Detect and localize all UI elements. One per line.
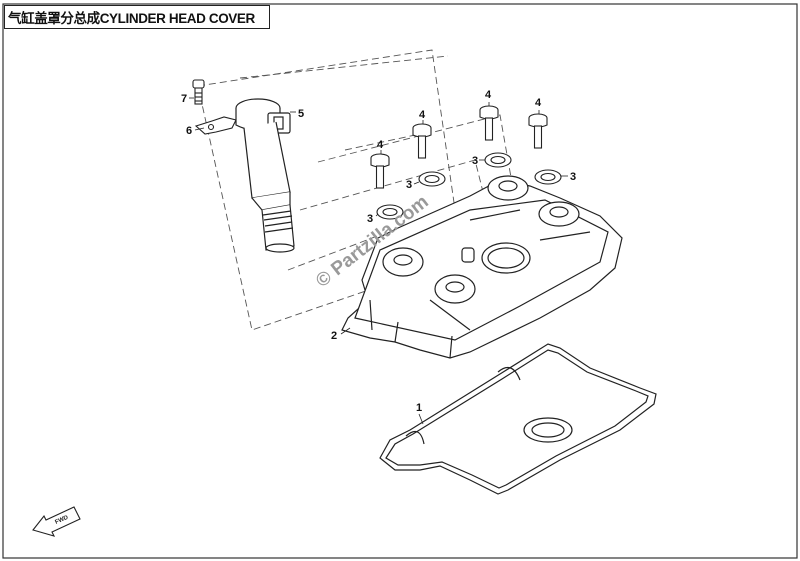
gasket-icon bbox=[379, 343, 657, 495]
callout-7: 7 bbox=[181, 93, 187, 105]
ignition-coil-icon bbox=[235, 98, 295, 253]
leader-lines bbox=[189, 97, 568, 425]
fwd-arrow-icon: FWD bbox=[32, 506, 81, 537]
callout-3: 3 bbox=[570, 171, 576, 183]
callout-3: 3 bbox=[472, 155, 478, 167]
callout-labels: 1 2 3 3 3 3 4 4 4 4 5 6 7 bbox=[181, 89, 576, 414]
page-title: 气缸盖罩分总成CYLINDER HEAD COVER bbox=[4, 5, 270, 29]
callout-4: 4 bbox=[485, 89, 492, 101]
callout-3: 3 bbox=[367, 213, 373, 225]
callout-6: 6 bbox=[186, 125, 192, 137]
callout-4: 4 bbox=[419, 109, 426, 121]
callout-4: 4 bbox=[377, 139, 384, 151]
callout-3: 3 bbox=[406, 179, 412, 191]
callout-4: 4 bbox=[535, 97, 542, 109]
diagram-border bbox=[2, 3, 798, 559]
callout-1: 1 bbox=[416, 402, 422, 414]
callout-2: 2 bbox=[331, 330, 337, 342]
fwd-label: FWD bbox=[54, 515, 70, 526]
bolt-small-icon bbox=[192, 79, 205, 105]
bolt-icon bbox=[370, 105, 548, 189]
callout-5: 5 bbox=[298, 108, 304, 120]
bracket-icon bbox=[194, 116, 237, 135]
cylinder-head-cover-icon bbox=[341, 175, 623, 359]
